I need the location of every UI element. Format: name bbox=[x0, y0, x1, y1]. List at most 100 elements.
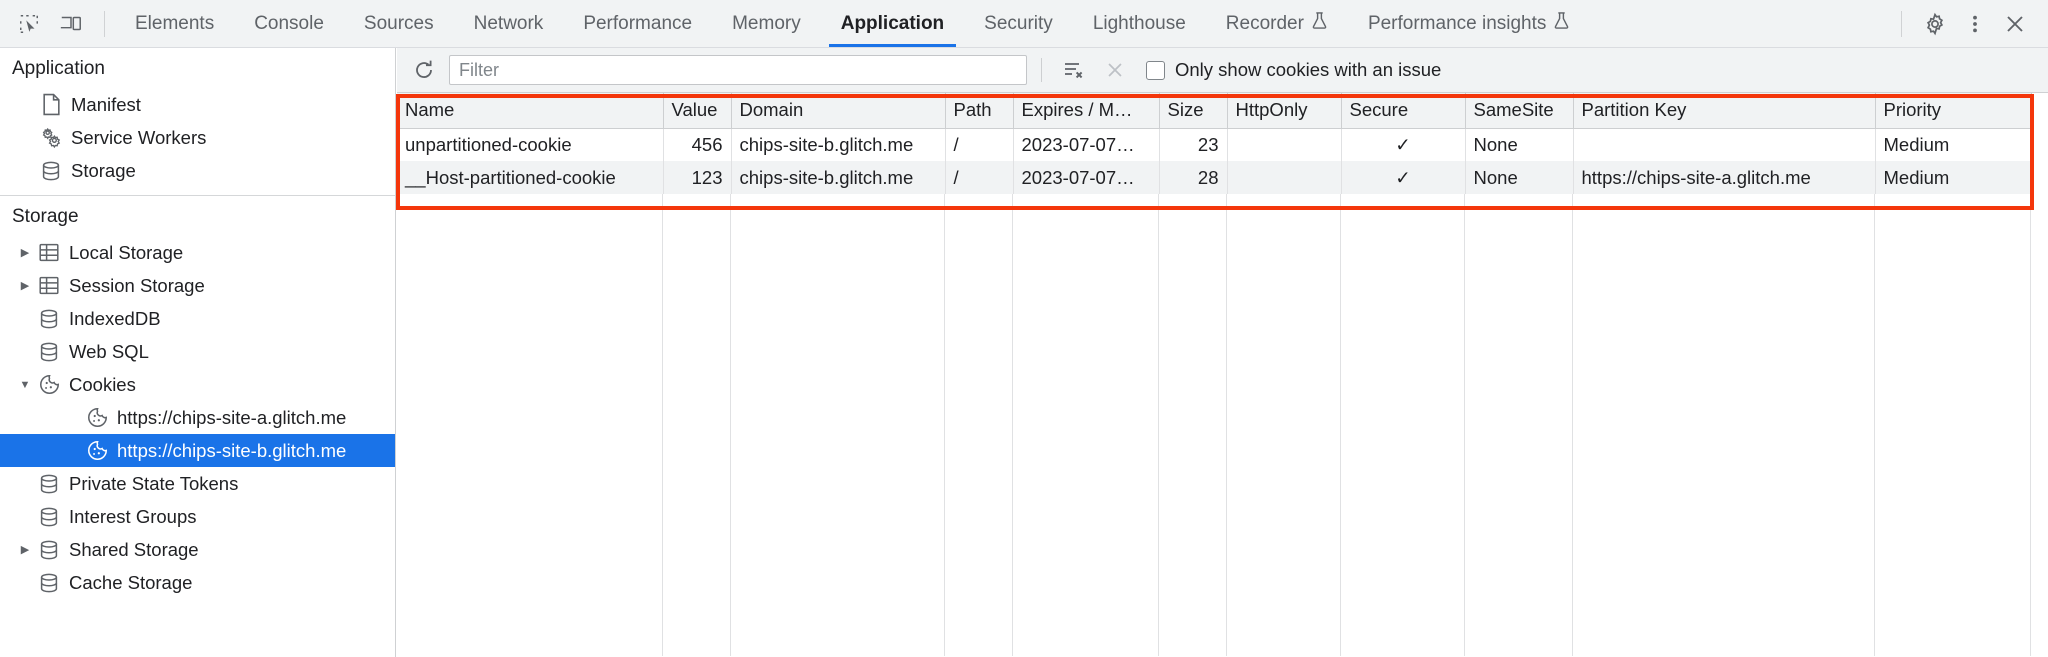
application-sidebar[interactable]: Application Manifest Service Workers Sto… bbox=[0, 48, 396, 657]
empty-row bbox=[397, 425, 2031, 458]
empty-cell bbox=[731, 260, 945, 293]
sidebar-item-local-storage[interactable]: ▶ Local Storage bbox=[0, 236, 395, 269]
clear-filtered-icon[interactable] bbox=[1056, 53, 1090, 87]
close-icon[interactable] bbox=[1996, 5, 2034, 43]
chevron-right-icon[interactable]: ▶ bbox=[20, 247, 30, 259]
column-header-httponly[interactable]: HttpOnly bbox=[1227, 93, 1342, 129]
empty-cell bbox=[1227, 524, 1341, 557]
cell-value: 456 bbox=[663, 128, 732, 161]
sidebar-item-interest-groups[interactable]: Interest Groups bbox=[0, 500, 395, 533]
column-header-partitionkey[interactable]: Partition Key bbox=[1573, 93, 1876, 129]
tab-sources[interactable]: Sources bbox=[344, 0, 454, 47]
tab-network[interactable]: Network bbox=[454, 0, 564, 47]
inspect-element-icon[interactable] bbox=[10, 5, 48, 43]
empty-cell bbox=[1013, 359, 1159, 392]
empty-cell bbox=[1465, 458, 1573, 491]
filter-input[interactable]: Filter bbox=[449, 55, 1027, 85]
column-header-size[interactable]: Size bbox=[1159, 93, 1228, 129]
sidebar-application-list: Manifest Service Workers Storage bbox=[0, 88, 395, 187]
empty-cell bbox=[1227, 491, 1341, 524]
tab-performance[interactable]: Performance bbox=[563, 0, 712, 47]
column-header-value[interactable]: Value bbox=[663, 93, 732, 129]
cell-path: / bbox=[945, 161, 1014, 194]
empty-row bbox=[397, 260, 2031, 293]
empty-cell bbox=[1465, 227, 1573, 260]
empty-cell bbox=[1013, 326, 1159, 359]
sidebar-item-service-workers[interactable]: Service Workers bbox=[0, 121, 395, 154]
cell-priority: Medium bbox=[1875, 128, 2032, 161]
sidebar-item-web-sql[interactable]: Web SQL bbox=[0, 335, 395, 368]
empty-cell bbox=[945, 260, 1013, 293]
empty-cell bbox=[1159, 392, 1227, 425]
empty-cell bbox=[1341, 326, 1465, 359]
empty-cell bbox=[731, 524, 945, 557]
sidebar-item-session-storage[interactable]: ▶ Session Storage bbox=[0, 269, 395, 302]
sidebar-item-indexeddb[interactable]: IndexedDB bbox=[0, 302, 395, 335]
empty-cell bbox=[1159, 293, 1227, 326]
cell-size: 23 bbox=[1159, 128, 1228, 161]
tab-application[interactable]: Application bbox=[821, 0, 964, 47]
sidebar-item-manifest[interactable]: Manifest bbox=[0, 88, 395, 121]
empty-cell bbox=[945, 227, 1013, 260]
chevron-down-icon[interactable]: ▼ bbox=[19, 378, 31, 391]
empty-cell bbox=[663, 425, 731, 458]
column-header-path[interactable]: Path bbox=[945, 93, 1014, 129]
empty-cell bbox=[1227, 293, 1341, 326]
empty-cell bbox=[663, 359, 731, 392]
device-toolbar-icon[interactable] bbox=[52, 5, 90, 43]
column-header-secure[interactable]: Secure bbox=[1341, 93, 1466, 129]
chevron-right-icon[interactable]: ▶ bbox=[20, 544, 30, 556]
column-header-samesite[interactable]: SameSite bbox=[1465, 93, 1574, 129]
empty-cell bbox=[1341, 557, 1465, 590]
refresh-icon[interactable] bbox=[407, 53, 441, 87]
empty-cell bbox=[1013, 491, 1159, 524]
sidebar-item-private-state-tokens[interactable]: Private State Tokens bbox=[0, 467, 395, 500]
empty-cell bbox=[1227, 326, 1341, 359]
tab-elements[interactable]: Elements bbox=[115, 0, 234, 47]
empty-cell bbox=[1341, 260, 1465, 293]
column-header-domain[interactable]: Domain bbox=[731, 93, 946, 129]
empty-cell bbox=[1159, 194, 1227, 227]
cell-value: 123 bbox=[663, 161, 732, 194]
column-header-priority[interactable]: Priority bbox=[1875, 93, 2032, 129]
only-issues-checkbox[interactable]: Only show cookies with an issue bbox=[1146, 59, 1441, 81]
tab-memory[interactable]: Memory bbox=[712, 0, 821, 47]
empty-cell bbox=[731, 392, 945, 425]
checkbox-box[interactable] bbox=[1146, 60, 1165, 80]
empty-cell bbox=[1573, 359, 1875, 392]
sidebar-item-storage[interactable]: Storage bbox=[0, 154, 395, 187]
clear-icon[interactable] bbox=[1098, 53, 1132, 87]
empty-cell bbox=[663, 524, 731, 557]
sidebar-item-shared-storage[interactable]: ▶ Shared Storage bbox=[0, 533, 395, 566]
sidebar-item-cache-storage[interactable]: Cache Storage bbox=[0, 566, 395, 599]
chevron-right-icon[interactable]: ▶ bbox=[20, 280, 30, 292]
empty-cell bbox=[1013, 293, 1159, 326]
tab-label: Network bbox=[473, 12, 544, 34]
sidebar-item-label: Session Storage bbox=[69, 274, 205, 296]
column-header-name[interactable]: Name bbox=[397, 93, 664, 129]
tab-security[interactable]: Security bbox=[964, 0, 1073, 47]
tab-lighthouse[interactable]: Lighthouse bbox=[1073, 0, 1206, 47]
sidebar-item-cookies[interactable]: ▼ Cookies bbox=[0, 368, 395, 401]
empty-row bbox=[397, 326, 2031, 359]
sidebar-item-https-chips-site-a-glitch-me[interactable]: https://chips-site-a.glitch.me bbox=[0, 401, 395, 434]
empty-cell bbox=[1465, 293, 1573, 326]
tab-performance-insights[interactable]: Performance insights bbox=[1348, 0, 1590, 47]
gear-icon[interactable] bbox=[1916, 5, 1954, 43]
devtools-right-actions bbox=[1895, 0, 2048, 47]
empty-cell bbox=[1875, 392, 2031, 425]
tab-recorder[interactable]: Recorder bbox=[1206, 0, 1348, 47]
empty-cell bbox=[1013, 392, 1159, 425]
more-options-icon[interactable] bbox=[1956, 5, 1994, 43]
column-header-expires[interactable]: Expires / M… bbox=[1013, 93, 1160, 129]
tab-console[interactable]: Console bbox=[234, 0, 344, 47]
table-icon bbox=[36, 242, 62, 263]
empty-cell bbox=[1341, 293, 1465, 326]
empty-cell bbox=[1573, 392, 1875, 425]
sidebar-item-https-chips-site-b-glitch-me[interactable]: https://chips-site-b.glitch.me bbox=[0, 434, 395, 467]
